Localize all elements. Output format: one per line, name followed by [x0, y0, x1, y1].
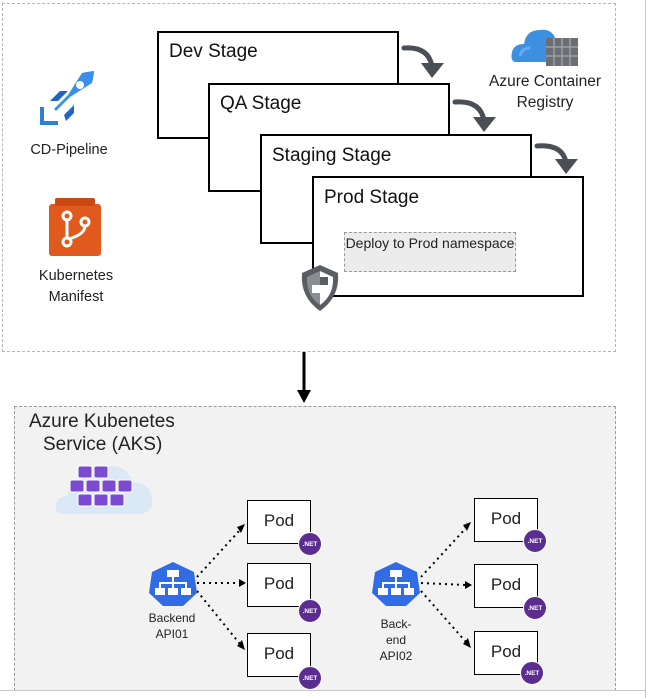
- prod-stage-title: Prod Stage: [324, 187, 420, 208]
- dev-stage-title: Dev Stage: [169, 41, 258, 62]
- manifest-label-line-1: Kubernetes: [38, 268, 114, 284]
- container-registry-icon: [511, 29, 578, 66]
- staging-stage-title: Staging Stage: [272, 145, 392, 166]
- registry-label-line-1: Azure Container: [488, 73, 601, 90]
- service2-label-line-2: end: [385, 633, 407, 647]
- registry-label-line-2: Registry: [516, 94, 574, 111]
- pod-label: Pod: [490, 575, 522, 594]
- pod-label: Pod: [490, 509, 522, 528]
- page-edge: [645, 0, 646, 698]
- pipeline-label: CD-Pipeline: [30, 142, 108, 158]
- deploy-down-arrowhead: [297, 390, 311, 403]
- dotnet-icon: .NET: [298, 532, 322, 556]
- shield-icon: [301, 265, 339, 311]
- pipeline-icon: [38, 71, 94, 127]
- aks-title-line-2: Service (AKS): [43, 434, 163, 455]
- pod-label: Pod: [263, 511, 295, 530]
- git-manifest-icon: [49, 198, 101, 256]
- pod-box: Pod: [247, 563, 311, 607]
- deploy-task-box: Deploy to Prod namespace: [344, 232, 516, 272]
- page-bottom-edge: [0, 690, 646, 691]
- pod-label: Pod: [490, 642, 522, 661]
- dotnet-icon: .NET: [523, 529, 547, 553]
- k8s-service-icon: [149, 562, 197, 606]
- dotnet-icon: .NET: [523, 596, 547, 620]
- dotnet-icon: .NET: [298, 666, 322, 690]
- pod-label: Pod: [263, 574, 295, 593]
- pipeline-frame: [2, 3, 616, 352]
- k8s-service-icon: [372, 562, 420, 606]
- dotnet-icon: .NET: [298, 599, 322, 623]
- aks-cluster-icon: [55, 465, 153, 514]
- dotnet-icon: .NET: [520, 661, 544, 685]
- service1-label-line-2: API01: [155, 627, 189, 641]
- aks-title-line-1: Azure Kubenetes: [29, 411, 175, 432]
- manifest-label-line-2: Manifest: [48, 289, 104, 305]
- pod-label: Pod: [263, 644, 295, 663]
- prod-stage-card: Prod Stage: [312, 176, 584, 297]
- service2-label-line-1: Back-: [380, 617, 412, 631]
- qa-stage-title: QA Stage: [220, 93, 302, 114]
- service1-label-line-1: Backend: [148, 611, 196, 625]
- service2-label-line-3: API02: [379, 649, 413, 663]
